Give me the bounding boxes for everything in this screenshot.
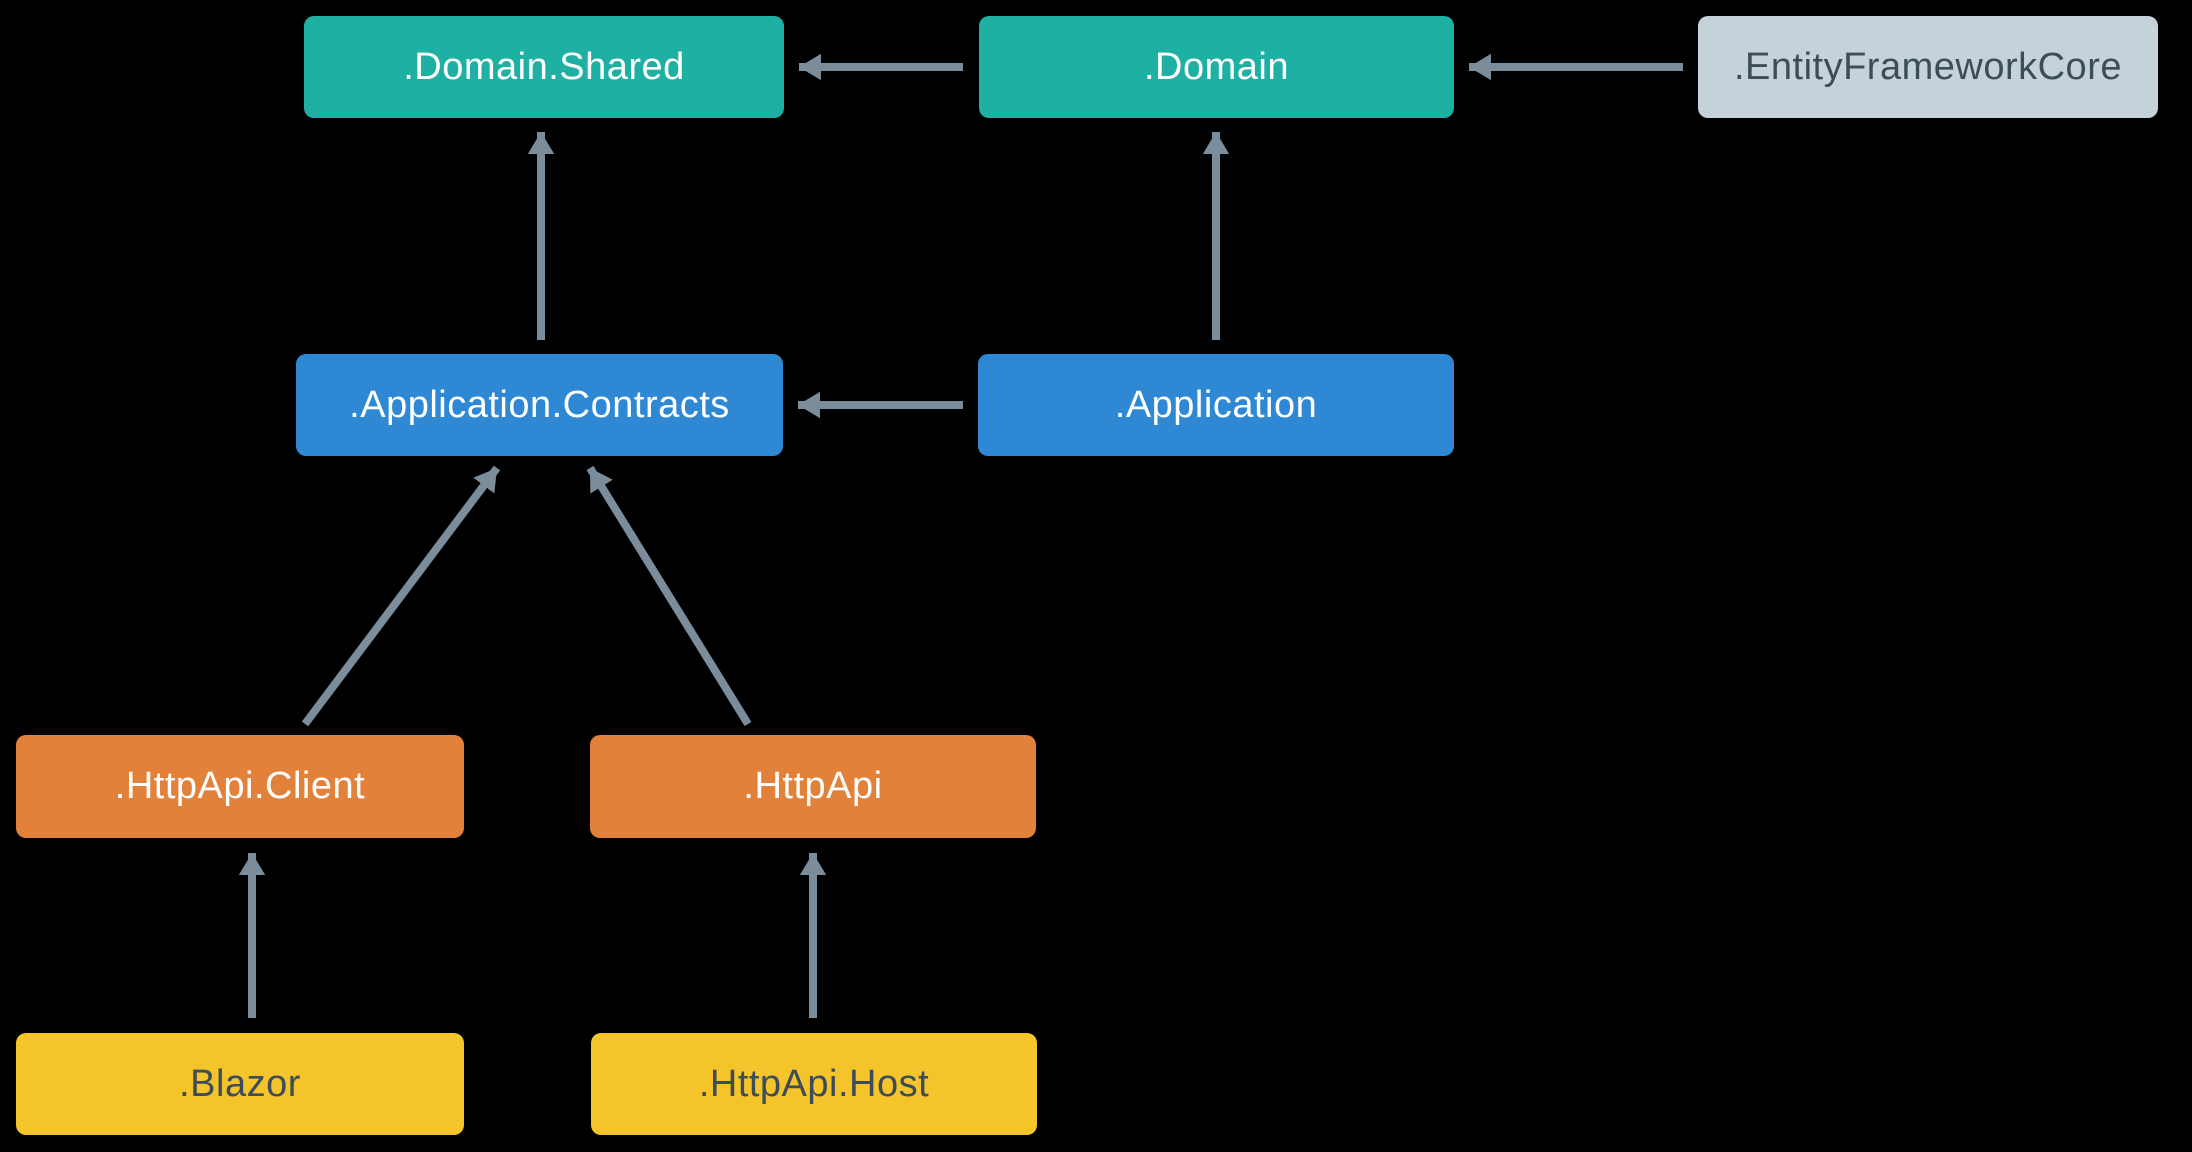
- arrow-httpapi-to-app_contracts: [586, 465, 752, 727]
- node-application-contracts: .Application.Contracts: [296, 354, 783, 456]
- arrow-httpapi_client-to-app_contracts: [301, 465, 501, 727]
- node-entityframeworkcore: .EntityFrameworkCore: [1698, 16, 2158, 118]
- node-httpapi-client: .HttpApi.Client: [16, 735, 464, 838]
- node-application: .Application: [978, 354, 1454, 456]
- node-httpapi-host: .HttpApi.Host: [591, 1033, 1037, 1135]
- node-domain: .Domain: [979, 16, 1454, 118]
- node-httpapi: .HttpApi: [590, 735, 1036, 838]
- node-domain-shared: .Domain.Shared: [304, 16, 784, 118]
- node-blazor: .Blazor: [16, 1033, 464, 1135]
- dependency-arrows: [238, 53, 1683, 1018]
